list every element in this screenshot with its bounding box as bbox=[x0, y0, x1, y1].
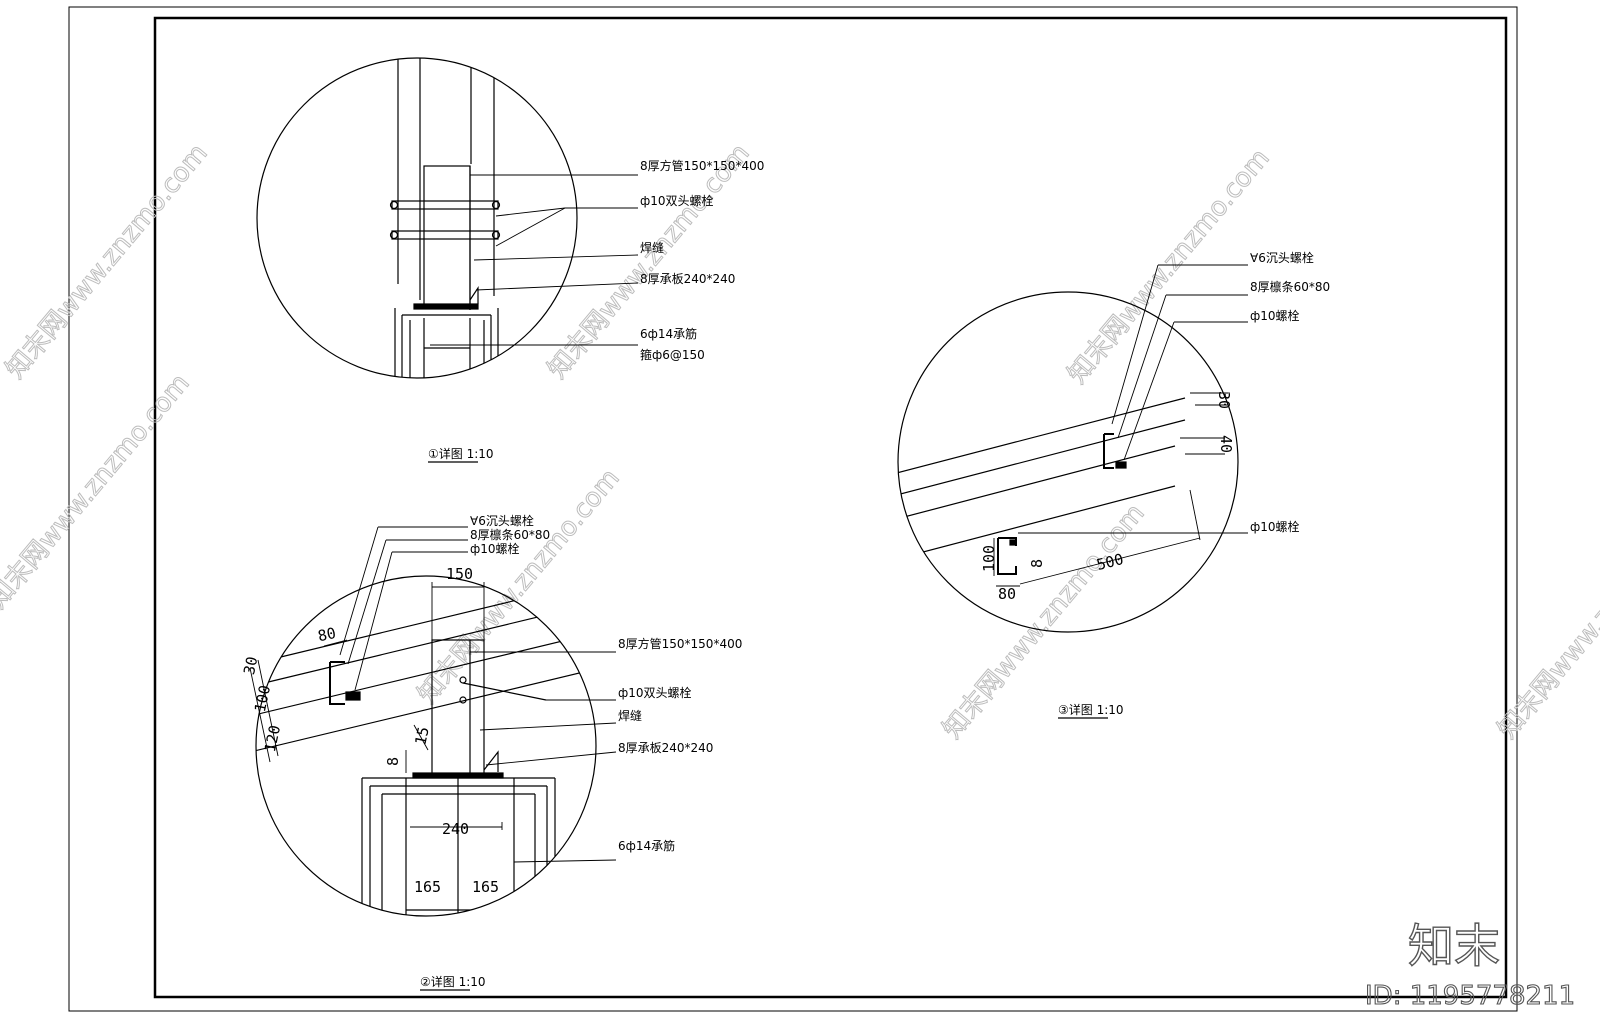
d1-callout-weld: 焊缝 bbox=[640, 240, 664, 255]
watermark-logo: 知末 bbox=[1408, 919, 1500, 973]
d3-dim-8: 8 bbox=[1028, 559, 1046, 568]
d2-dim-purlin-width: 80 bbox=[316, 624, 337, 645]
d1-callout-tube: 8厚方管150*150*400 bbox=[640, 158, 764, 173]
watermark-diagonal-3: 知末网www.znzmo.com bbox=[1062, 143, 1275, 389]
d2-dim-30: 30 bbox=[240, 655, 261, 676]
detail-3-caption: ③详图 1:10 bbox=[1058, 702, 1124, 717]
d2-callout-purlin: 8厚檩条60*80 bbox=[470, 527, 550, 542]
d3-dim-100: 100 bbox=[980, 545, 998, 572]
d2-dim-240: 240 bbox=[442, 820, 469, 838]
d2-dim-tube-width: 150 bbox=[446, 565, 473, 583]
d2-dim-15: 15 bbox=[411, 725, 432, 746]
d3-callout-purlin: 8厚檩条60*80 bbox=[1250, 279, 1330, 294]
detail-3 bbox=[897, 264, 1248, 633]
d2-dim-120: 120 bbox=[261, 723, 284, 753]
d2-dim-165-left: 165 bbox=[414, 878, 441, 896]
detail-2-circle bbox=[255, 575, 597, 917]
d3-dim-80: 80 bbox=[998, 585, 1016, 603]
detail-1-caption: ①详图 1:10 bbox=[428, 446, 494, 461]
d1-callout-stud-bolt: ф10双头螺栓 bbox=[640, 193, 714, 208]
d2-callout-countersunk-bolt: ∀6沉头螺栓 bbox=[470, 513, 534, 528]
d2-callout-weld: 焊缝 bbox=[618, 708, 642, 723]
detail-1-circle bbox=[256, 57, 578, 379]
d1-callout-stirrup: 箍ф6@150 bbox=[640, 347, 705, 362]
d2-dim-8: 8 bbox=[384, 757, 402, 766]
watermark-diagonal-7: 知末网www.znzmo.com bbox=[1492, 498, 1600, 744]
d3-dim-40: 40 bbox=[1217, 435, 1235, 453]
watermark-diagonal-4: 知末网www.znzmo.com bbox=[0, 368, 196, 614]
watermark-id: ID: 1195778211 bbox=[1365, 981, 1575, 1011]
detail-3-circle bbox=[897, 291, 1239, 633]
d3-dim-30: 30 bbox=[1215, 391, 1233, 409]
inner-frame bbox=[153, 16, 1508, 999]
detail-2-callouts: ∀6沉头螺栓 8厚檩条60*80 ф10螺栓 8厚方管150*150*400 ф… bbox=[470, 513, 742, 853]
d3-callout-bolt: ф10螺栓 bbox=[1250, 308, 1300, 323]
d2-callout-plate: 8厚承板240*240 bbox=[618, 741, 713, 755]
detail-1-callouts: 8厚方管150*150*400 ф10双头螺栓 焊缝 8厚承板240*240 6… bbox=[640, 158, 764, 362]
detail-2-caption: ②详图 1:10 bbox=[420, 974, 486, 989]
d2-callout-rebar: 6ф14承筋 bbox=[618, 838, 675, 853]
watermark-diagonal-1: 知末网www.znzmo.com bbox=[0, 138, 213, 384]
d2-callout-bolt: ф10螺栓 bbox=[470, 541, 520, 556]
diagonal-watermarks: 知末网www.znzmo.com 知末网www.znzmo.com 知末网www… bbox=[0, 138, 1600, 745]
d2-callout-stud-bolt: ф10双头螺栓 bbox=[618, 685, 692, 700]
detail-3-dimensions: 30 40 100 80 8 500 bbox=[980, 391, 1235, 603]
d3-callout-countersunk-bolt: ∀6沉头螺栓 bbox=[1250, 250, 1314, 265]
detail-2-dimensions: 150 80 30 100 120 15 8 240 165 165 bbox=[240, 565, 499, 896]
detail-3-callouts: ∀6沉头螺栓 8厚檩条60*80 ф10螺栓 ф10螺栓 bbox=[1250, 250, 1330, 534]
outer-frame bbox=[68, 6, 1518, 1012]
watermark-diagonal-5: 知末网www.znzmo.com bbox=[412, 463, 625, 709]
d2-dim-165-right: 165 bbox=[472, 878, 499, 896]
d2-callout-tube: 8厚方管150*150*400 bbox=[618, 636, 742, 651]
d2-dim-100: 100 bbox=[251, 683, 274, 713]
d3-callout-bolt-lower: ф10螺栓 bbox=[1250, 519, 1300, 534]
d1-callout-plate: 8厚承板240*240 bbox=[640, 272, 735, 286]
d1-callout-rebar: 6ф14承筋 bbox=[640, 326, 697, 341]
